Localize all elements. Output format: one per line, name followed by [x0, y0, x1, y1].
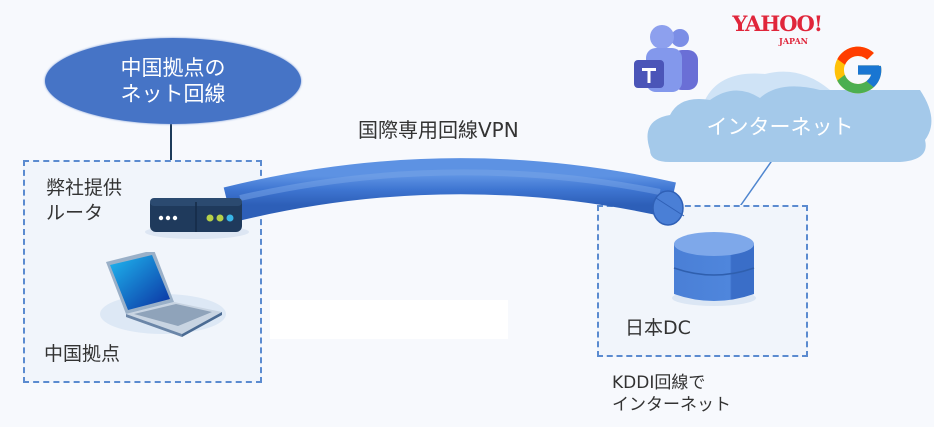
vpn-tube-end-line [655, 197, 685, 217]
vpn-tube-body [223, 158, 676, 223]
china-site-label: 中国拠点 [44, 343, 121, 365]
china-line-bubble-text: 中国拠点の ネット回線 [120, 55, 226, 106]
yahoo-japan-logo-text: YAHOO! [732, 11, 823, 36]
database-icon [672, 232, 756, 306]
router-icon [145, 198, 249, 239]
google-logo [834, 46, 882, 94]
router-label: 弊社提供 ルータ [46, 177, 123, 224]
japan-dc-label: 日本DC [625, 317, 691, 339]
vpn-tube-end [652, 190, 684, 226]
vpn-label: 国際専用回線VPN [358, 118, 519, 142]
yahoo-japan-logo-sub: JAPAN [779, 36, 808, 46]
laptop-icon [100, 252, 226, 337]
china-line-bubble: 中国拠点の ネット回線 [45, 38, 301, 124]
internet-cloud-label: インターネット [706, 115, 854, 139]
yahoo-japan-logo: YAHOO! JAPAN [718, 11, 823, 47]
vpn-tube-highlight [239, 169, 661, 201]
internet-cloud [647, 71, 932, 162]
kddi-note: KDDI回線で インターネット [612, 373, 731, 415]
blank-box [270, 300, 508, 339]
teams-logo [634, 25, 698, 92]
